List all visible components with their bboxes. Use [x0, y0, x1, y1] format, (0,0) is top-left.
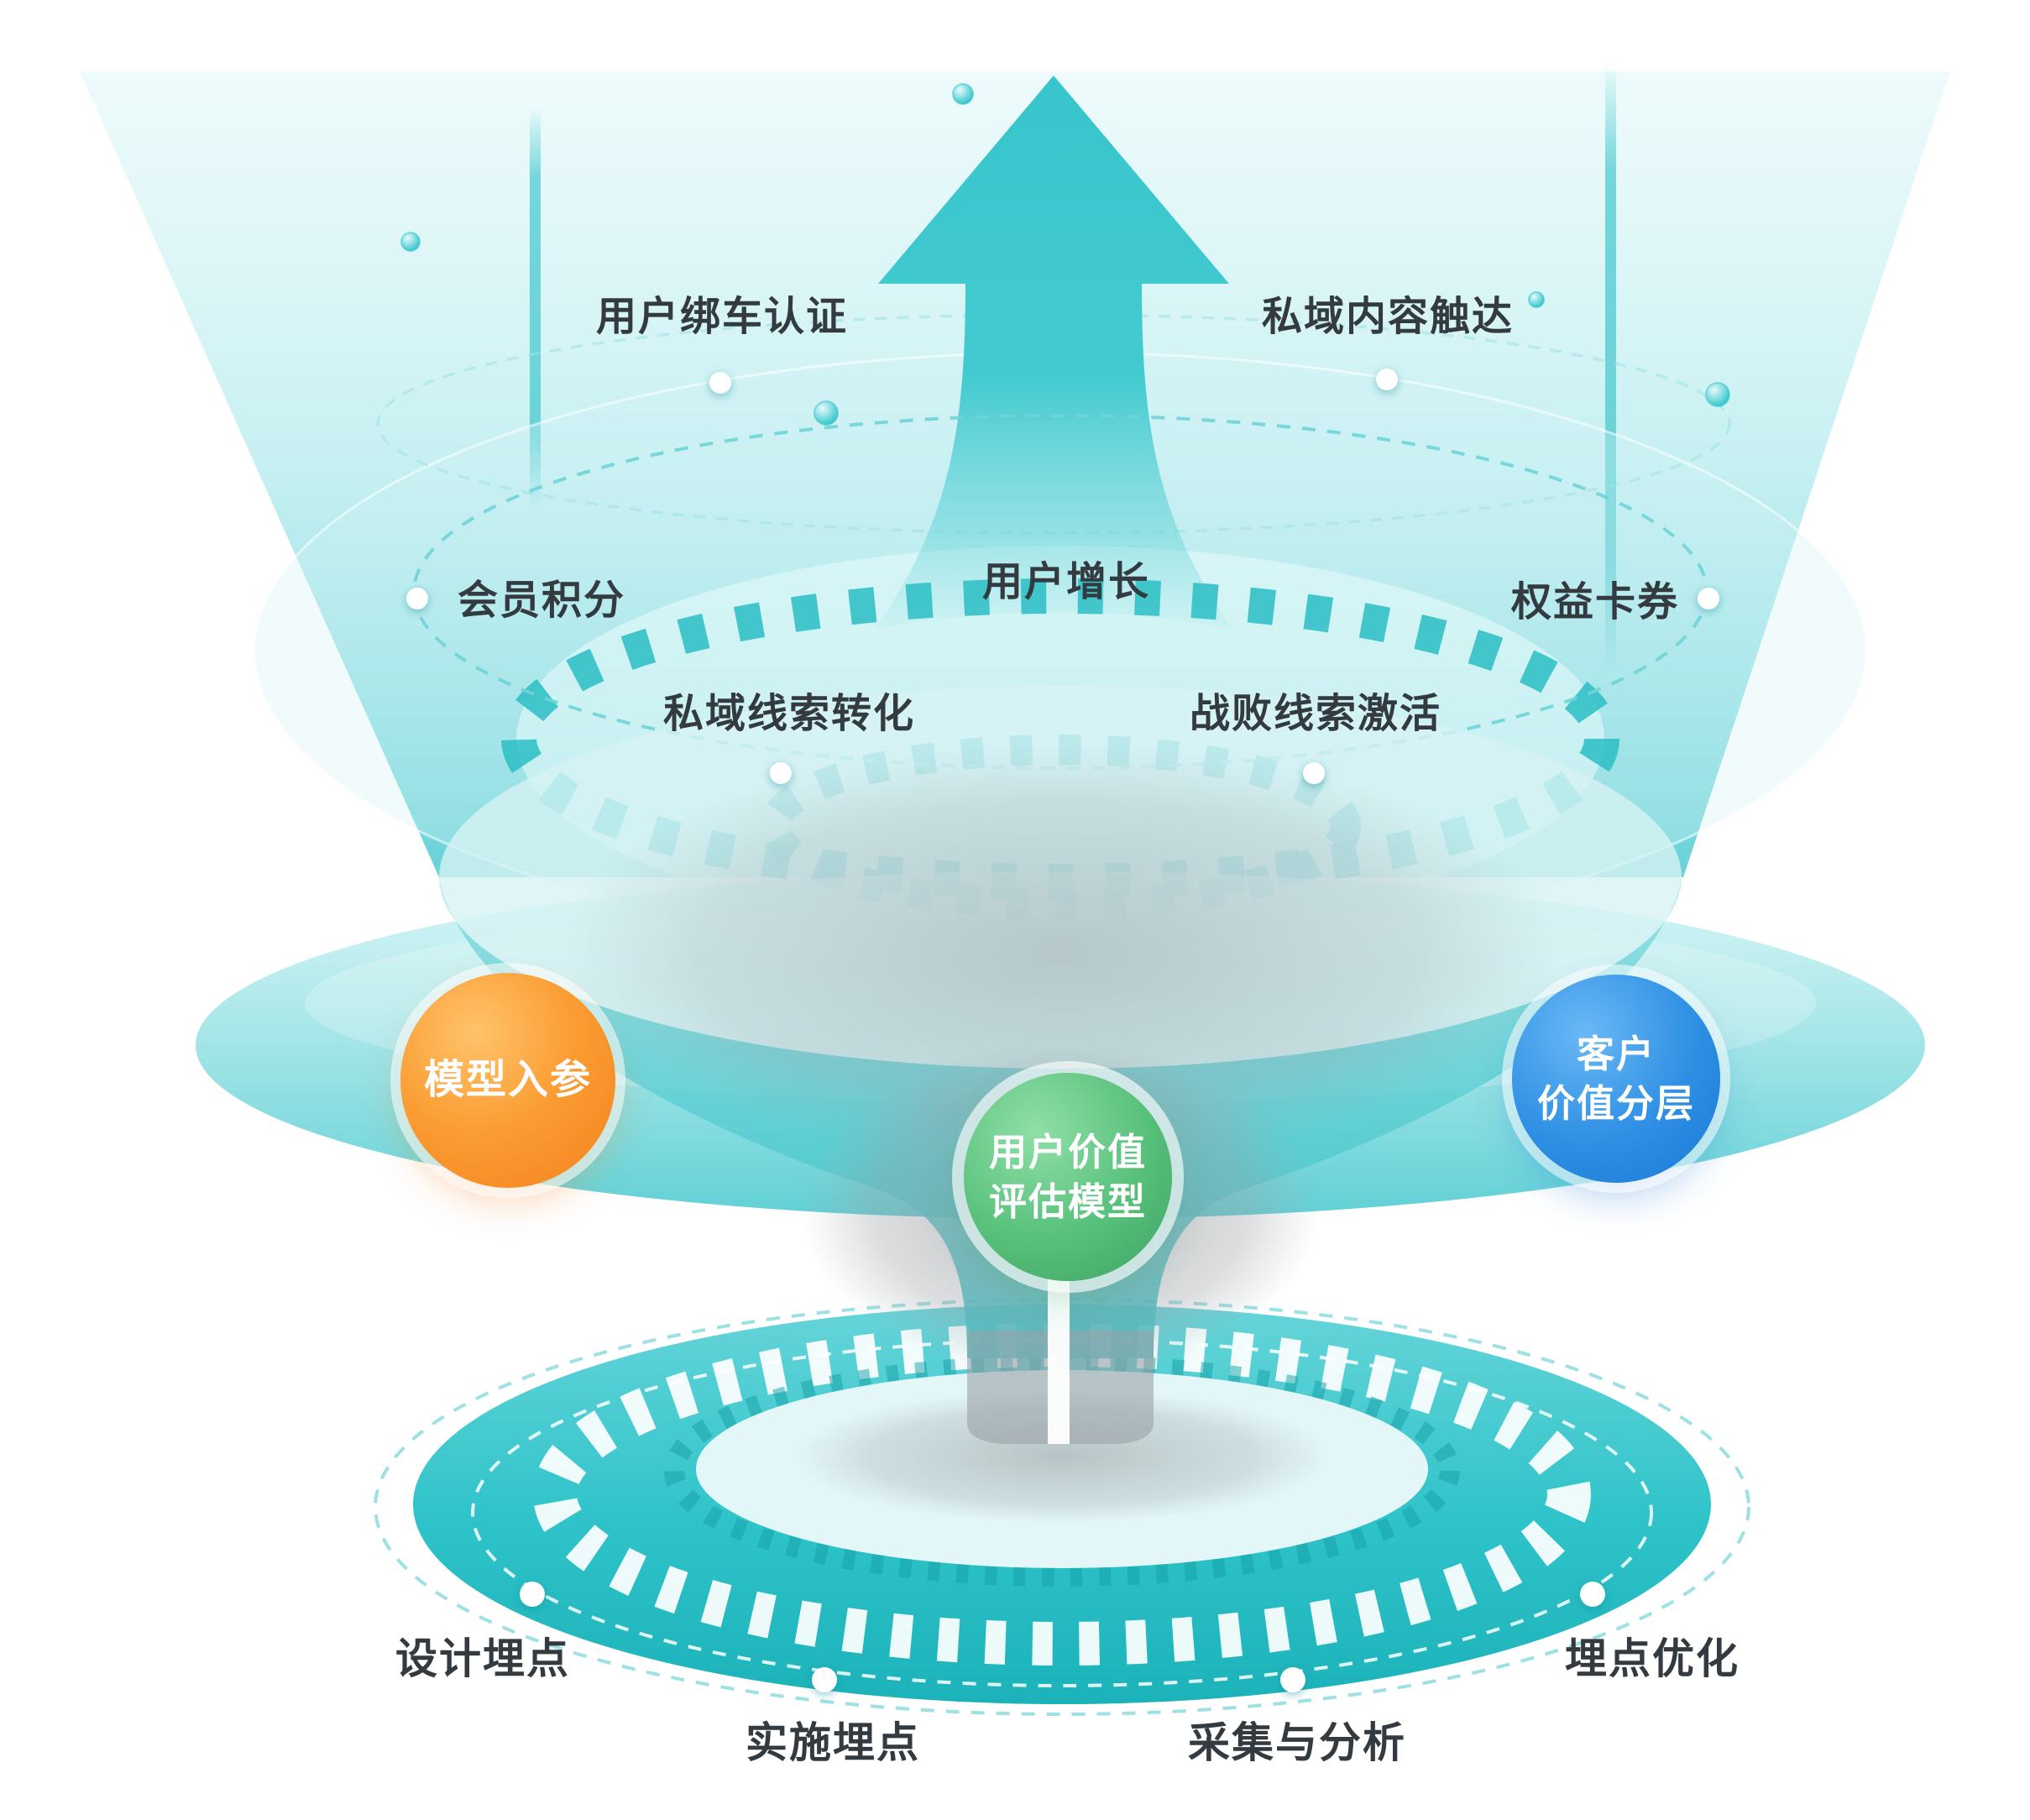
label-user-growth: 用户增长	[981, 560, 1151, 604]
label-member-points: 会员积分	[457, 578, 626, 623]
label-user-binding: 用户绑车认证	[595, 295, 849, 339]
label-tracking-optimize: 埋点优化	[1565, 1635, 1740, 1682]
node-customer-line2: 价值分层	[1536, 1082, 1695, 1125]
marker-dot-lost-lead	[1303, 762, 1325, 784]
node-value-line2: 评估模型	[988, 1180, 1147, 1223]
node-value-line1: 用户价值	[988, 1130, 1147, 1174]
node-model-input: 模型入参	[400, 973, 615, 1188]
light-beam-left	[530, 107, 541, 510]
growth-arrow	[875, 76, 1232, 630]
funnel-interior-shadow	[557, 743, 1564, 1163]
node-user-value-model: 用户价值 评估模型	[964, 1073, 1172, 1281]
label-benefit-coupons: 权益卡券	[1510, 580, 1680, 625]
label-implement-tracking: 实施埋点	[746, 1719, 920, 1766]
node-customer-line1: 客户	[1576, 1032, 1656, 1075]
marker-dot-collect	[1280, 1667, 1305, 1692]
marker-dot-benefit-coupons	[1698, 588, 1719, 609]
marker-dot-private-content	[1376, 369, 1398, 390]
label-lost-lead-activation: 战败线索激活	[1189, 692, 1442, 736]
label-design-tracking: 设计埋点	[395, 1635, 570, 1682]
marker-dot-user-binding	[709, 372, 731, 394]
marker-dot-optimize	[1580, 1582, 1605, 1607]
base-ring-dashed-outer	[374, 1298, 1750, 1716]
light-beam-right	[1605, 63, 1616, 676]
base-ring-dashed-white	[471, 1338, 1653, 1687]
node-model-input-label: 模型入参	[423, 1058, 592, 1103]
label-private-lead-conversion: 私域线索转化	[662, 692, 916, 736]
marker-dot-private-lead	[770, 762, 792, 784]
base-ring-hole-shadow	[793, 1389, 1331, 1524]
marker-dot-implement	[812, 1667, 837, 1692]
bubbles	[400, 83, 1730, 426]
node-customer-value-tiers: 客户 价值分层	[1512, 975, 1720, 1183]
marker-dot-member-points	[406, 588, 428, 609]
label-private-content: 私域内容触达	[1261, 295, 1515, 339]
marker-dot-design	[520, 1582, 545, 1607]
label-collect-analyze: 采集与分析	[1188, 1719, 1406, 1766]
